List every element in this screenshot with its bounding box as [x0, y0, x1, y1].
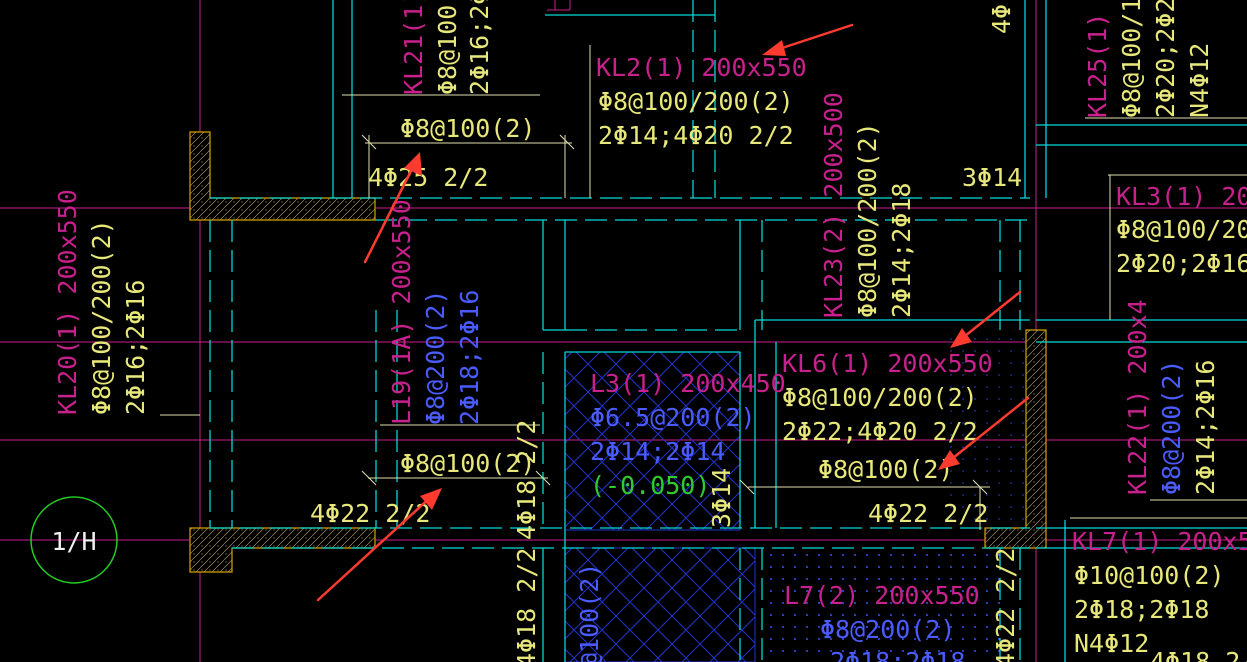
bottom-right-partial: 4Φ18 2/: [1150, 647, 1247, 662]
kl3-bars: 2Φ20;2Φ16: [1116, 249, 1247, 278]
kl2-support-stirrup: Φ8@100(2): [400, 114, 535, 143]
wall-bottom-left: [189, 527, 376, 573]
kl2-support-bars: 4Φ25 2/2: [368, 163, 488, 192]
hatched-slab: [564, 547, 756, 662]
arrows: [316, 23, 1030, 602]
bottom-stirrup-a: @100(2): [575, 563, 604, 662]
kl6-support-stirrup: Φ8@100(2): [818, 455, 953, 484]
kl2-right-support-bars: 3Φ14: [962, 163, 1022, 192]
kl6-name: KL6(1) 200x550: [782, 349, 993, 378]
axis-bubble-circle: [30, 496, 118, 584]
kl25-name: KL25(1) 200: [1083, 0, 1112, 118]
kl7-waist: N4Φ12: [1074, 629, 1149, 658]
l3-name: L3(1) 200x450: [590, 369, 786, 398]
leader-tick: [361, 134, 377, 150]
leader-lines: [160, 0, 1247, 530]
l3-stirrup: Φ6.5@200(2): [590, 403, 756, 432]
kl23-name: KL23(2) 200x500: [819, 92, 848, 318]
kl21-bars: 2Φ16;2Φ: [465, 0, 494, 95]
kl7-bars: 2Φ18;2Φ18: [1074, 595, 1209, 624]
kl23-stirrup: Φ8@100/200(2): [853, 122, 882, 318]
kl23-bars: 2Φ14;2Φ18: [887, 183, 916, 318]
kl20-stirrup: Φ8@100/200(2): [87, 219, 116, 415]
wall-top-left: [189, 131, 376, 221]
bottom-support-a-bars: 4Φ18 2/2: [512, 548, 541, 662]
l3-bars: 2Φ14;2Φ14: [590, 437, 725, 466]
top-partial-label: 4Φ: [987, 4, 1016, 34]
l19-name: L19(1A) 200x550: [387, 199, 416, 425]
hatched-slab: [564, 351, 741, 531]
kl7-stirrup: Φ10@100(2): [1074, 561, 1225, 590]
kl2-stirrup: Φ8@100/200(2): [598, 87, 794, 116]
leader-tick: [972, 479, 988, 495]
kl21-stirrup: Φ8@100: [433, 5, 462, 95]
beam-annotations: KL2(1) 200x550 Φ8@100/200(2) 2Φ14;4Φ20 2…: [310, 53, 1247, 662]
lower-left-support-stirrup: Φ8@100(2): [400, 449, 535, 478]
lower-left-support-bars: 4Φ22 2/2: [310, 499, 430, 528]
dotted-slab: [940, 330, 1025, 530]
dotted-slab: [760, 548, 1000, 662]
kl25-waist: N4Φ12: [1185, 43, 1214, 118]
kl22-stirrup: Φ8@200(2): [1157, 360, 1186, 495]
kl6-left-support-bars: 3Φ14: [707, 468, 736, 528]
vertical-support-bars: 4Φ18 2/2: [512, 420, 541, 540]
kl2-name: KL2(1) 200x550: [596, 53, 807, 82]
kl21-name: KL21(1) 2: [399, 0, 428, 95]
leader-tick: [535, 470, 551, 486]
kl25-bars: 2Φ20;2Φ22: [1151, 0, 1180, 118]
axis-bubble: 1/H: [30, 496, 118, 584]
beam-edges: [209, 0, 1247, 662]
l7-bars: 2Φ18;2Φ18: [830, 647, 965, 662]
arrow-annotation: [938, 396, 1030, 470]
kl20-name: KL20(1) 200x550: [53, 189, 82, 415]
kl25-stirrup: Φ8@100/15: [1117, 0, 1146, 118]
kl20-bars: 2Φ16;2Φ16: [121, 280, 150, 415]
kl2-bars: 2Φ14;4Φ20 2/2: [598, 121, 794, 150]
arrow-annotation: [316, 488, 442, 602]
kl6-bars: 2Φ22;4Φ20 2/2: [782, 417, 978, 446]
kl3-name: KL3(1) 200x4: [1116, 182, 1247, 211]
kl6-stirrup: Φ8@100/200(2): [782, 383, 978, 412]
arrow-annotation: [950, 290, 1022, 348]
kl7-name: KL7(1) 200x550: [1072, 527, 1247, 556]
kl6-support-bars: 4Φ22 2/2: [868, 499, 988, 528]
kl22-bars: 2Φ14;2Φ16: [1191, 360, 1220, 495]
arrow-annotation: [762, 23, 854, 56]
vertical-annotations: KL21(1) 2 Φ8@100 2Φ16;2Φ KL25(1) 200 Φ8@…: [53, 0, 1220, 662]
axis-bubble-label: 1/H: [51, 527, 96, 556]
l3-elevation: (-0.050): [590, 471, 710, 500]
l19-stirrup: Φ8@200(2): [421, 290, 450, 425]
slab-hatch: [564, 330, 1025, 662]
kl3-stirrup: Φ8@100/200: [1116, 215, 1247, 244]
leader-tick: [559, 134, 575, 150]
kl22-name: KL22(1) 200x4: [1123, 299, 1152, 495]
l7-stirrup: Φ8@200(2): [820, 615, 955, 644]
l19-bars: 2Φ18;2Φ16: [455, 290, 484, 425]
leader-tick: [361, 470, 377, 486]
bottom-support-b-bars: 4Φ22 2/2: [991, 548, 1020, 662]
arrow-annotation: [363, 152, 422, 264]
l7-name: L7(2) 200x550: [784, 581, 980, 610]
leader-tick: [739, 479, 755, 495]
